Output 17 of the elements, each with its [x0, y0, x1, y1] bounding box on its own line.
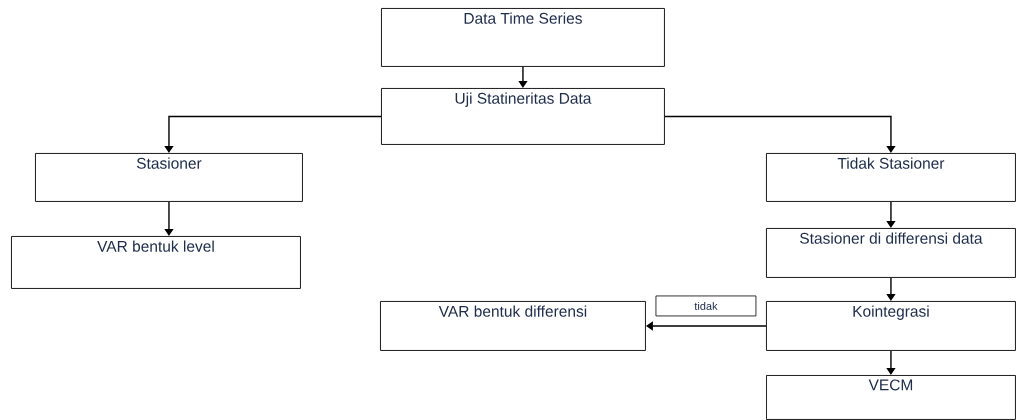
process-box: VAR bentuk differensi [380, 301, 646, 351]
edge-label: tidak [655, 295, 757, 317]
arrow [518, 66, 528, 88]
process-box: Stasioner [35, 153, 303, 202]
arrow [886, 201, 896, 228]
process-box: VECM [766, 375, 1016, 420]
arrow [664, 115, 896, 153]
process-box: Uji Statineritas Data [381, 88, 665, 145]
process-box: VAR bentuk level [11, 236, 301, 289]
process-box: Data Time Series [381, 8, 665, 67]
process-box: Kointegrasi [766, 301, 1016, 351]
process-box: Stasioner di differensi data [766, 228, 1016, 278]
arrow [886, 277, 896, 301]
process-box: Tidak Stasioner [766, 153, 1016, 202]
arrow [164, 201, 174, 236]
arrow [886, 350, 896, 375]
arrow [164, 115, 382, 153]
